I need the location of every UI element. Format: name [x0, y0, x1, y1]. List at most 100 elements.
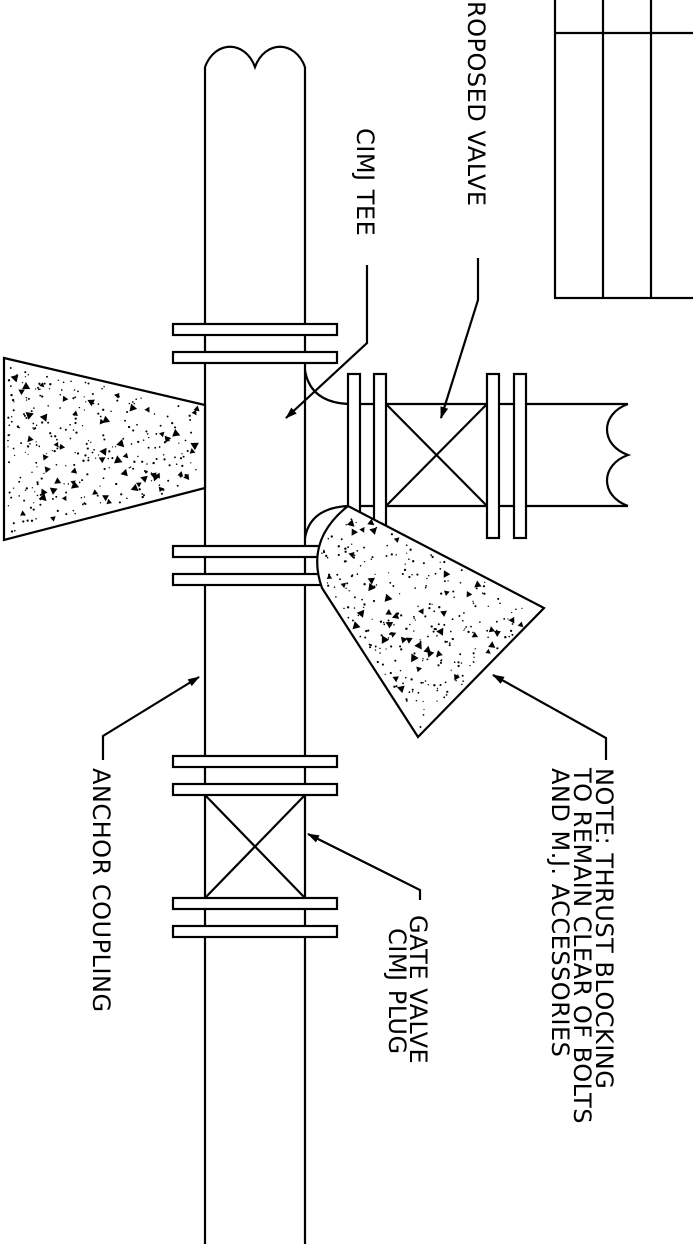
stipple-dot	[174, 456, 176, 459]
stipple-dot	[460, 662, 463, 664]
stipple-dot	[374, 649, 377, 651]
stipple-dot	[472, 661, 475, 663]
aggregate-mark	[159, 431, 165, 438]
stipple-dot	[159, 424, 162, 427]
stipple-dot	[363, 546, 366, 549]
stipple-dot	[327, 584, 330, 587]
stipple-dot	[443, 623, 446, 626]
stipple-dot	[8, 424, 11, 427]
stipple-dot	[114, 446, 117, 448]
stipple-dot	[181, 464, 184, 467]
label-note-line-2: TO REMAIN CLEAR OF BOLTS	[568, 767, 596, 1124]
stipple-dot	[451, 618, 454, 621]
stipple-dot	[470, 625, 472, 628]
stipple-dot	[363, 560, 366, 563]
stipple-dot	[10, 393, 13, 397]
stipple-dot	[41, 395, 44, 398]
stipple-dot	[400, 648, 403, 651]
stipple-dot	[416, 573, 419, 576]
stipple-dot	[356, 550, 359, 552]
stipple-dot	[393, 624, 395, 626]
stipple-dot	[27, 453, 29, 455]
stipple-dot	[345, 587, 347, 590]
stipple-dot	[83, 502, 86, 505]
stipple-dot	[351, 619, 354, 622]
aggregate-mark	[172, 428, 181, 437]
stipple-dot	[99, 415, 102, 418]
stipple-dot	[43, 382, 46, 385]
stipple-dot	[400, 614, 403, 617]
stipple-dot	[379, 652, 381, 654]
stipple-dot	[195, 469, 197, 471]
stipple-dot	[43, 472, 45, 475]
stipple-dot	[59, 427, 62, 430]
stipple-dot	[459, 581, 462, 584]
aggregate-mark	[493, 630, 501, 637]
aggregate-mark	[193, 405, 200, 412]
aggregate-mark	[99, 447, 107, 456]
aggregate-mark	[411, 653, 419, 663]
stipple-dot	[87, 440, 90, 442]
stipple-dot	[158, 484, 161, 487]
aggregate-mark	[418, 608, 424, 615]
stipple-dot	[359, 635, 362, 638]
stipple-dot	[58, 446, 60, 448]
stipple-dot	[422, 658, 424, 660]
stipple-dot	[423, 708, 425, 711]
aggregate-mark	[71, 480, 80, 489]
stipple-dot	[145, 430, 148, 433]
stipple-dot	[168, 464, 171, 467]
pipe-break-top	[203, 45, 307, 71]
stipple-dot	[389, 581, 392, 584]
stipple-dot	[47, 405, 49, 407]
stipple-dot	[12, 487, 15, 489]
stipple-dot	[25, 487, 28, 490]
aggregate-mark	[392, 612, 400, 619]
stipple-dot	[25, 396, 28, 399]
aggregate-mark	[54, 477, 62, 484]
stipple-dot	[521, 607, 523, 610]
stipple-dot	[40, 477, 43, 480]
stipple-dot	[508, 635, 510, 638]
stipple-dot	[346, 606, 350, 609]
stipple-dot	[9, 385, 12, 387]
stipple-dot	[446, 640, 449, 643]
aggregate-mark	[440, 610, 447, 617]
stipple-dot	[486, 629, 489, 632]
stipple-dot	[127, 425, 131, 429]
stipple-dot	[409, 623, 411, 626]
stipple-dot	[118, 501, 121, 504]
stipple-dot	[422, 681, 424, 684]
aggregate-mark	[102, 415, 111, 423]
stipple-dot	[65, 465, 67, 467]
stipple-dot	[364, 636, 367, 639]
stipple-dot	[171, 421, 174, 425]
stipple-dot	[10, 420, 13, 423]
stipple-dot	[60, 389, 63, 391]
stipple-dot	[69, 423, 71, 426]
stipple-dot	[7, 434, 10, 437]
stipple-dot	[382, 621, 385, 624]
stipple-dot	[97, 403, 100, 405]
stipple-dot	[431, 555, 434, 559]
stipple-dot	[417, 691, 420, 694]
stipple-dot	[427, 574, 430, 577]
stipple-dot	[78, 406, 81, 409]
stipple-dot	[437, 623, 440, 626]
aggregate-mark	[53, 441, 59, 448]
stipple-dot	[81, 479, 84, 482]
aggregate-mark	[61, 495, 67, 501]
aggregate-mark	[381, 635, 390, 644]
stipple-dot	[413, 617, 415, 620]
stipple-dot	[348, 590, 350, 592]
stipple-dot	[472, 600, 474, 603]
stipple-dot	[321, 552, 323, 554]
stipple-dot	[450, 669, 452, 671]
aggregate-mark	[50, 516, 56, 522]
stipple-dot	[23, 514, 26, 516]
stipple-dot	[405, 544, 408, 546]
stipple-dot	[83, 396, 85, 398]
stipple-dot	[45, 453, 48, 455]
gate-valve	[171, 754, 339, 939]
stipple-dot	[31, 471, 33, 474]
